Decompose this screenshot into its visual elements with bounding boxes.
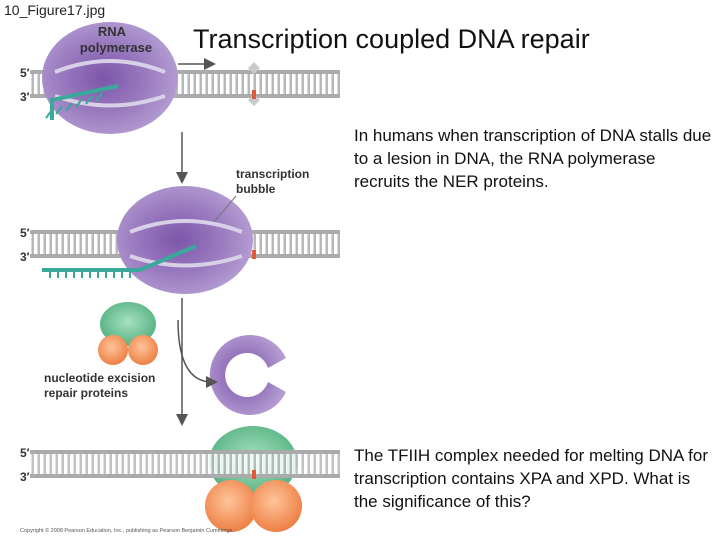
panel-4-repair <box>30 426 340 532</box>
lesion-mark <box>252 90 256 99</box>
label-repair-proteins: repair proteins <box>44 386 128 400</box>
label-5prime-4: 5′ <box>20 446 30 460</box>
paragraph-ner-recruitment: In humans when transcription of DNA stal… <box>354 126 712 191</box>
bubble-pointer-line <box>213 195 237 223</box>
rna-bases <box>45 92 103 119</box>
slide-title: Transcription coupled DNA repair <box>193 24 590 54</box>
lesion-mark-2 <box>252 250 256 259</box>
rna-polymerase-shape-2 <box>117 186 253 294</box>
label-5prime-2: 5′ <box>20 226 30 240</box>
panel-1-polymerase <box>30 22 340 134</box>
label-3prime-1: 3′ <box>20 90 30 104</box>
copyright-notice: Copyright © 2008 Pearson Education, Inc.… <box>20 528 234 534</box>
panel-3-ner <box>98 302 286 415</box>
label-bubble: bubble <box>236 182 276 196</box>
ner-green-protein <box>100 302 156 346</box>
file-label: 10_Figure17.jpg <box>4 2 106 18</box>
label-3prime-4: 3′ <box>20 470 30 484</box>
ner-orange-protein-right <box>128 335 158 365</box>
paragraph-tfiih-question: The TFIIH complex needed for melting DNA… <box>354 446 709 511</box>
bubble-lower-strand-2 <box>129 254 243 268</box>
released-polymerase <box>209 335 286 415</box>
label-nucleotide-excision: nucleotide excision <box>44 371 155 385</box>
ner-orange-protein-left <box>98 335 128 365</box>
panel-2-bubble <box>30 186 340 294</box>
lesion-mark-4 <box>252 470 256 479</box>
curved-arrow <box>177 319 218 388</box>
bubble-lower-strand <box>54 94 166 108</box>
label-3prime-2: 3′ <box>20 250 30 264</box>
rna-bases-2 <box>49 270 131 278</box>
ner-orange-protein-bound-right <box>250 480 302 532</box>
ner-orange-protein-bound-left <box>205 480 257 532</box>
bubble-upper-strand-2 <box>129 219 243 234</box>
dna-duplex-4 <box>30 450 340 478</box>
label-polymerase: polymerase <box>80 40 152 55</box>
label-transcription: transcription <box>236 167 309 181</box>
rna-transcript <box>50 84 119 120</box>
repair-figure: RNA polymerase transcription bubble nucl… <box>20 22 340 532</box>
label-5prime-1: 5′ <box>20 66 30 80</box>
label-rna: RNA <box>98 24 127 39</box>
bubble-upper-strand <box>54 59 166 74</box>
